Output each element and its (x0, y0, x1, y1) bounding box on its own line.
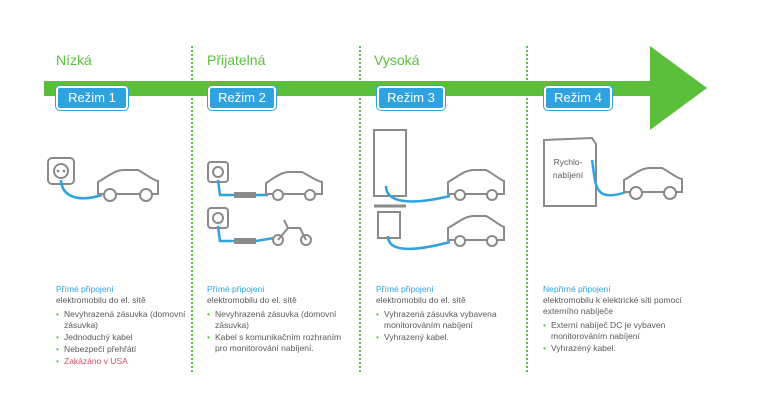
description-heading: Přímé připojení (56, 284, 114, 294)
level-high-label: Vysoká (374, 52, 420, 68)
scooter-icon (272, 219, 312, 246)
list-item: Nevyhrazená zásuvka (domovní zásuvka) (207, 309, 349, 331)
level-low-label: Nízká (56, 52, 92, 68)
wall-socket-icon (207, 207, 229, 229)
wall-socket-icon (207, 161, 229, 183)
car-icon (265, 171, 323, 201)
description-heading: Přímé připojení (207, 284, 265, 294)
mode-3-illustration (373, 129, 505, 251)
list-item: Kabel s komunikačním rozhraním pro monit… (207, 332, 349, 354)
list-item: Nebezpečí přehřátí (56, 344, 186, 355)
list-item: Vyhrazená zásuvka vybavena monitorováním… (376, 309, 518, 331)
car-icon (623, 167, 683, 200)
column-divider-1 (191, 46, 193, 372)
column-divider-2 (359, 46, 361, 372)
mode-2-description: Přímé připojení elektromobilu do el. sít… (207, 284, 349, 355)
list-item-warning: Zakázáno v USA (56, 356, 186, 367)
description-heading: Nepřímé připojení (543, 284, 611, 294)
charging-station-icon (373, 129, 407, 197)
car-icon (97, 169, 159, 202)
list-item: Externí nabíječ DC je vybaven monitorová… (543, 320, 693, 342)
column-divider-3 (526, 46, 528, 372)
car-icon (447, 215, 505, 247)
list-item: Nevyhrazená zásuvka (domovní zásuvka) (56, 309, 186, 331)
description-subheading: elektromobilu do el. sítě (56, 295, 146, 305)
mode-1-badge: Režim 1 (56, 86, 128, 110)
mode-3-badge: Režim 3 (377, 86, 445, 110)
car-icon (447, 169, 505, 201)
fast-charger-icon (543, 136, 597, 207)
level-acceptable-label: Přijatelná (207, 52, 266, 68)
mode-4-illustration (543, 136, 683, 207)
description-subheading: elektromobilu do el. sítě (376, 295, 466, 305)
list-item: Vyhrazený kabel. (376, 332, 518, 343)
list-item: Jednoduchý kabel (56, 332, 186, 343)
wall-box-icon (374, 204, 406, 239)
description-subheading: elektromobilu do el. sítě (207, 295, 297, 305)
mode-4-badge: Režim 4 (544, 86, 612, 110)
description-subheading: elektromobilu k elektrické síti pomocí e… (543, 295, 682, 316)
mode-1-illustration (47, 157, 159, 202)
mode-2-illustration (207, 161, 323, 246)
description-heading: Přímé připojení (376, 284, 434, 294)
control-box-icon (234, 192, 256, 198)
control-box-icon (234, 238, 256, 244)
mode-4-description: Nepřímé připojení elektromobilu k elektr… (543, 284, 693, 355)
mode-1-description: Přímé připojení elektromobilu do el. sít… (56, 284, 186, 368)
mode-2-badge: Režim 2 (208, 86, 276, 110)
list-item: Vyhrazený kabel. (543, 343, 693, 354)
mode-3-description: Přímé připojení elektromobilu do el. sít… (376, 284, 518, 344)
fast-charger-label: Rychlo- nabíjení (552, 157, 584, 180)
